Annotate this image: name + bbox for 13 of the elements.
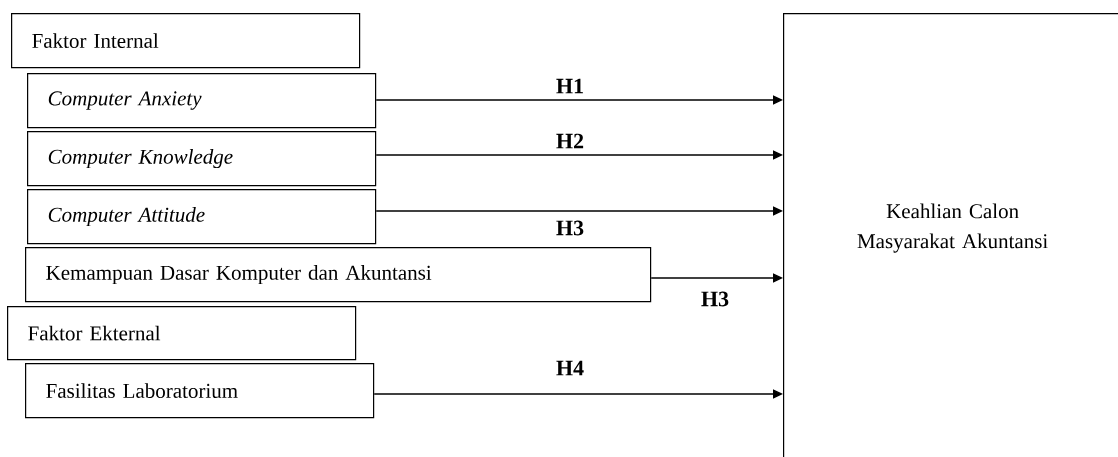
variable-box: Kemampuan Dasar Komputer dan Akuntansi bbox=[25, 247, 652, 303]
variable-box: Fasilitas Laboratorium bbox=[25, 363, 375, 419]
group-heading-box: Faktor Internal bbox=[11, 13, 361, 69]
edge-label: H4 bbox=[554, 359, 586, 377]
variable-box: Computer Knowledge bbox=[27, 131, 377, 187]
edge-label: H1 bbox=[554, 77, 586, 95]
edge-label: H3 bbox=[554, 219, 586, 237]
edge-label: H2 bbox=[554, 132, 586, 150]
edge-label: H3 bbox=[699, 290, 731, 308]
outcome-box: Keahlian Calon Masyarakat Akuntansi bbox=[783, 13, 1118, 457]
variable-box: Computer Anxiety bbox=[27, 73, 377, 129]
variable-box: Computer Attitude bbox=[27, 189, 377, 245]
group-heading-box: Faktor Ekternal bbox=[7, 306, 357, 361]
